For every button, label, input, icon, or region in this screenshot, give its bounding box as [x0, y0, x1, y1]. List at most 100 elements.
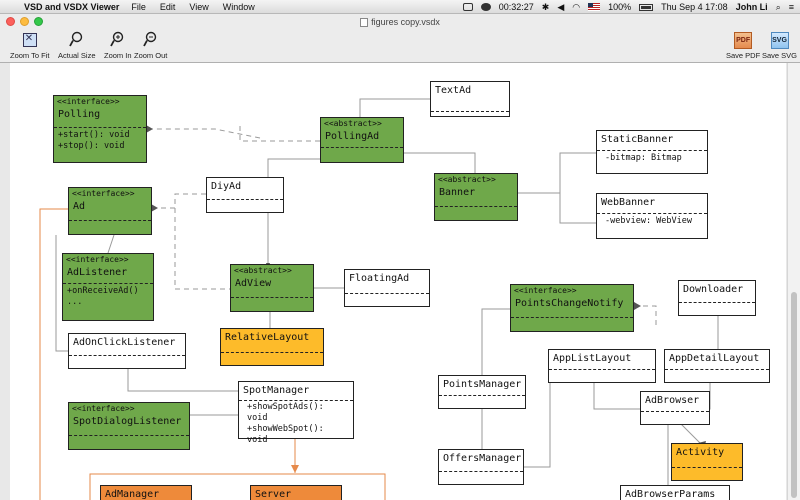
link-offersmanager-applist [524, 383, 550, 467]
link-pcn-appdetaillayout [634, 306, 656, 329]
class-activity[interactable]: Activity [671, 443, 743, 481]
status-date[interactable]: Thu Sep 4 17:08 [661, 2, 728, 12]
class-server[interactable]: Server [250, 485, 342, 500]
link-webbanner-banner [560, 193, 596, 223]
class-spotmanager[interactable]: SpotManager +showSpotAds(): void +showWe… [238, 381, 354, 439]
class-applistlayout[interactable]: AppListLayout [548, 349, 656, 383]
class-adbrowserparams[interactable]: AdBrowserParams [620, 485, 730, 500]
stereotype-label: <<abstract>> [231, 265, 313, 275]
status-user[interactable]: John Li [736, 2, 768, 12]
zoom-to-fit-button[interactable]: Zoom To Fit [10, 30, 49, 60]
zoom-to-fit-label: Zoom To Fit [10, 51, 49, 60]
class-offersmanager[interactable]: OffersManager [438, 449, 524, 485]
class-banner[interactable]: <<abstract>> Banner [434, 173, 518, 221]
operation: ... [63, 297, 153, 308]
wifi-icon[interactable]: ◠ [572, 2, 580, 13]
class-name: Banner [435, 184, 517, 201]
class-textad[interactable]: TextAd [430, 81, 510, 117]
zoom-in-button[interactable]: Zoom In [104, 30, 132, 60]
menu-window[interactable]: Window [223, 2, 255, 12]
class-name: StaticBanner [597, 131, 707, 148]
document-icon [360, 18, 368, 27]
attribute: -webview: WebView [597, 216, 707, 227]
magnifier-icon [69, 31, 85, 49]
diagram-canvas[interactable]: <<interface>> Polling +start(): void +st… [0, 63, 800, 500]
stereotype-label: <<interface>> [63, 254, 153, 264]
battery-icon[interactable] [639, 4, 653, 11]
arrow-orange-group [291, 465, 299, 473]
list-icon[interactable]: ≡ [789, 2, 794, 12]
menu-edit[interactable]: Edit [160, 2, 176, 12]
class-name: AdManager [101, 486, 191, 500]
class-diyad[interactable]: DiyAd [206, 177, 284, 213]
class-spotdialoglistener[interactable]: <<interface>> SpotDialogListener [68, 402, 190, 450]
volume-icon[interactable]: ◀ [557, 2, 564, 13]
class-ad[interactable]: <<interface>> Ad [68, 187, 152, 235]
save-pdf-button[interactable]: PDF Save PDF [726, 30, 760, 60]
app-menu[interactable]: VSD and VSDX Viewer [24, 2, 119, 12]
class-name: PointsChangeNotify [511, 295, 633, 312]
arrow-pcn [634, 302, 641, 310]
class-admanager[interactable]: AdManager [100, 485, 192, 500]
class-name: AdView [231, 275, 313, 292]
link-applist-adbrowser [594, 383, 640, 409]
class-name: FloatingAd [345, 270, 429, 287]
scrollbar-thumb[interactable] [791, 292, 797, 498]
clock-icon [481, 3, 491, 11]
operation: +stop(): void [54, 141, 146, 152]
window-controls [6, 17, 43, 26]
class-name: WebBanner [597, 194, 707, 211]
title-bar: figures copy.vsdx [0, 14, 800, 30]
class-staticbanner[interactable]: StaticBanner -bitmap: Bitmap [596, 130, 708, 174]
class-pollingad[interactable]: <<abstract>> PollingAd [320, 117, 404, 163]
class-adview[interactable]: <<abstract>> AdView [230, 264, 314, 312]
search-icon[interactable]: ⌕ [776, 2, 781, 13]
class-relativelayout[interactable]: RelativeLayout [220, 328, 324, 366]
class-name: SpotDialogListener [69, 413, 189, 430]
minimize-window-button[interactable] [20, 17, 29, 26]
class-polling[interactable]: <<interface>> Polling +start(): void +st… [53, 95, 147, 163]
stereotype-label: <<abstract>> [321, 118, 403, 128]
arrow-ad [151, 204, 158, 212]
diagram-page[interactable]: <<interface>> Polling +start(): void +st… [10, 63, 786, 500]
stereotype-label: <<interface>> [54, 96, 146, 106]
menu-file[interactable]: File [131, 2, 146, 12]
class-adlistener[interactable]: <<interface>> AdListener +onReceiveAd() … [62, 253, 154, 321]
class-name: TextAd [431, 82, 509, 99]
menu-view[interactable]: View [189, 2, 208, 12]
status-area: 00:32:27 ✱ ◀ ◠ 100% Thu Sep 4 17:08 John… [463, 0, 794, 14]
actual-size-button[interactable]: Actual Size [58, 30, 96, 60]
zoom-in-icon [110, 31, 126, 49]
zoom-out-button[interactable]: Zoom Out [134, 30, 167, 60]
class-adonclicklistener[interactable]: AdOnClickListener [68, 333, 186, 369]
close-window-button[interactable] [6, 17, 15, 26]
window-title-text: figures copy.vsdx [371, 17, 440, 27]
bluetooth-icon[interactable]: ✱ [542, 2, 550, 13]
class-name: OffersManager [439, 450, 523, 467]
class-floatingad[interactable]: FloatingAd [344, 269, 430, 307]
class-pointsmanager[interactable]: PointsManager [438, 375, 526, 409]
save-svg-label: Save SVG [762, 51, 797, 60]
flag-icon[interactable] [588, 3, 600, 11]
operation: +start(): void [54, 130, 146, 141]
class-pointschangenotify[interactable]: <<interface>> PointsChangeNotify [510, 284, 634, 332]
zoom-window-button[interactable] [34, 17, 43, 26]
class-name: Polling [54, 106, 146, 123]
link-pollingad-polling [240, 125, 320, 141]
class-name: PollingAd [321, 128, 403, 145]
attribute: -bitmap: Bitmap [597, 153, 707, 164]
display-icon[interactable] [463, 3, 473, 11]
vertical-scrollbar[interactable] [787, 63, 800, 500]
svg-icon: SVG [771, 32, 789, 49]
class-webbanner[interactable]: WebBanner -webview: WebView [596, 193, 708, 239]
zoom-out-icon [143, 31, 159, 49]
class-name: DiyAd [207, 178, 283, 195]
link-textad-pollingad [360, 99, 430, 117]
class-downloader[interactable]: Downloader [678, 280, 756, 316]
class-adbrowser[interactable]: AdBrowser [640, 391, 710, 425]
link-ad-adlistener [108, 235, 114, 253]
class-appdetaillayout[interactable]: AppDetailLayout [664, 349, 770, 383]
link-staticbanner-banner [517, 153, 596, 193]
save-pdf-label: Save PDF [726, 51, 760, 60]
save-svg-button[interactable]: SVG Save SVG [762, 30, 797, 60]
